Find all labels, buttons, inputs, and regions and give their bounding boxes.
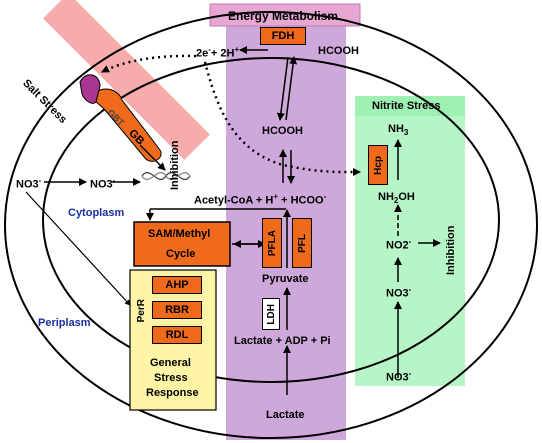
no3-right-label: NO3-: [386, 285, 412, 300]
outer-membrane: [4, 11, 538, 439]
rbr-box: RBR: [152, 301, 202, 319]
perr-box: PerR: [132, 278, 150, 344]
sam-methyl-label: SAM/Methyl: [148, 228, 211, 240]
ahp-box: AHP: [152, 276, 202, 294]
formate-split-equation: 2e-+ 2H+: [196, 45, 240, 60]
lactate-bottom: Lactate: [266, 409, 305, 421]
general-stress-line1: General: [150, 357, 191, 369]
gbt-transporter-icon: [93, 88, 162, 162]
no3-inside: NO3-: [90, 176, 116, 191]
perr-label: PerR: [135, 299, 147, 323]
rbr-label: RBR: [165, 304, 189, 316]
nh2oh-label: NH2OH: [378, 191, 415, 206]
salt-stress-band: [43, 0, 210, 160]
ahp-label: AHP: [165, 279, 189, 291]
ldh-box: LDH: [262, 298, 280, 330]
energy-metabolism-title: Energy Metabolism: [228, 9, 339, 23]
hcooh-top: HCOOH: [318, 45, 359, 57]
fdh-label: FDH: [271, 30, 295, 42]
rdl-box: RDL: [152, 326, 202, 344]
cytoplasm-label: Cytoplasm: [68, 207, 125, 219]
no2-label: NO2-: [386, 237, 412, 252]
energy-metabolism-band: [226, 20, 346, 440]
hcp-box: Hcp: [368, 145, 388, 185]
lactate-equation: Lactate + ADP + Pi: [234, 335, 331, 347]
inhibition-right-label: Inhibition: [445, 225, 457, 275]
rdl-label: RDL: [165, 329, 189, 341]
inner-membrane: [42, 57, 500, 383]
nitrite-stress-title: Nitrite Stress: [372, 100, 441, 112]
nitrite-stress-band: [355, 96, 465, 386]
nh3-label: NH3: [388, 123, 409, 138]
cycle-label: Cycle: [166, 248, 196, 260]
acetyl-coa-equation: Acetyl-CoA + H+ + HCOO-: [194, 192, 327, 207]
pyruvate-label: Pyruvate: [262, 273, 309, 285]
hcp-label: Hcp: [372, 155, 384, 175]
pfl-label: PFL: [296, 233, 308, 253]
pfl-box: PFL: [292, 218, 312, 268]
ldh-label: LDH: [265, 303, 277, 325]
no3-outside: NO3-: [16, 176, 42, 191]
general-stress-line2: Stress: [154, 372, 188, 384]
nitrite-stress-header: [355, 96, 465, 116]
energy-metabolism-header: [209, 3, 361, 27]
sam-methyl-box: [133, 221, 231, 267]
pfla-box: PFLA: [262, 218, 282, 268]
hcooh-mid: HCOOH: [262, 125, 303, 137]
gbt-transporter-top-icon: [79, 74, 101, 104]
general-stress-line3: Response: [146, 387, 199, 399]
pfla-label: PFLA: [266, 229, 278, 257]
periplasm-label: Periplasm: [38, 317, 91, 329]
fdh-box: FDH: [260, 27, 306, 45]
inhibition-left-label: Inhibition: [169, 140, 181, 190]
no3-bottom-label: NO3-: [386, 369, 412, 384]
